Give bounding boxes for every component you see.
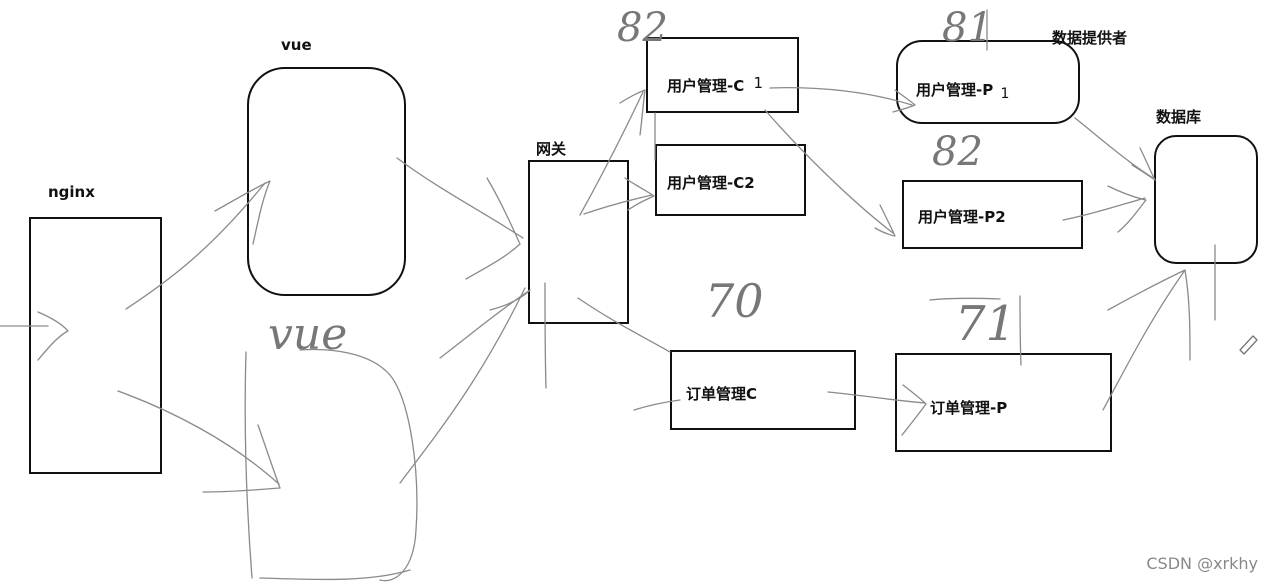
user-c2-label: 用户管理-C2 — [667, 174, 755, 192]
vue-box — [247, 67, 406, 296]
handwritten-70: 70 — [705, 274, 764, 328]
handwritten-82-mid: 82 — [932, 129, 983, 175]
order-c-label: 订单管理C — [686, 385, 758, 403]
user-c1-text: 用户管理-C — [667, 77, 745, 95]
vue-label: vue — [281, 36, 312, 54]
handwritten-81: 81 — [942, 5, 993, 51]
nginx-box — [29, 217, 162, 474]
handwritten-vue: vue — [268, 309, 348, 360]
order-c-box — [670, 350, 856, 430]
user-p2-label: 用户管理-P2 — [918, 208, 1006, 226]
user-p1-text: 用户管理-P — [916, 81, 994, 99]
gateway-box — [528, 160, 629, 324]
handwritten-82-top: 82 — [617, 5, 668, 51]
user-c1-number: 1 — [753, 74, 764, 92]
user-p1-number: 1 — [1000, 86, 1010, 102]
user-p1-label: 用户管理-P 1 — [916, 81, 1009, 102]
database-label: 数据库 — [1156, 108, 1202, 126]
order-p-box — [895, 353, 1112, 452]
nginx-label: nginx — [48, 183, 95, 201]
user-p1-box — [896, 40, 1080, 124]
watermark: CSDN @xrkhy — [1146, 554, 1258, 573]
handwritten-71: 71 — [955, 296, 1017, 352]
gateway-label: 网关 — [536, 140, 567, 158]
order-p-label: 订单管理-P — [930, 399, 1008, 417]
user-c1-label: 用户管理-C 1 — [667, 76, 763, 95]
database-box — [1154, 135, 1258, 264]
user-c1-box — [646, 37, 799, 113]
user-c2-box — [655, 144, 806, 216]
data-provider-label: 数据提供者 — [1052, 29, 1128, 47]
user-p2-box — [902, 180, 1083, 249]
